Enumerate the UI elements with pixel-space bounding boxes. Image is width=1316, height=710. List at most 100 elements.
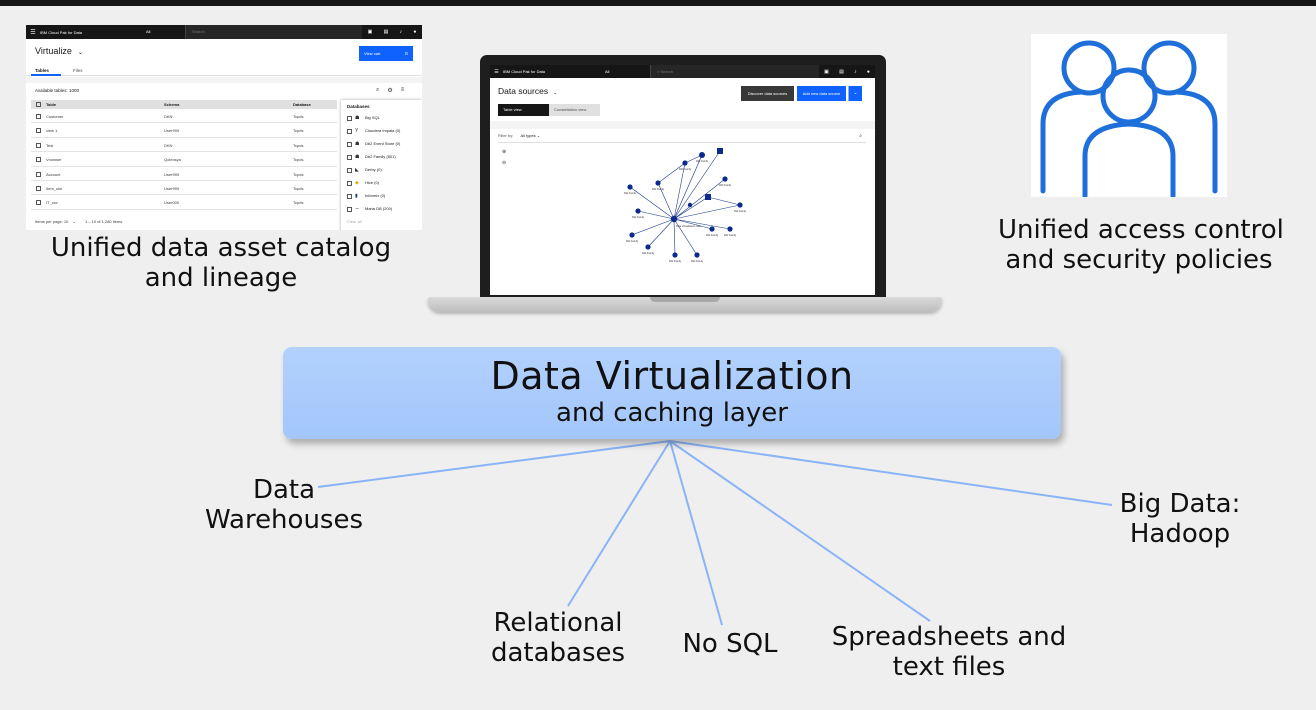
- graph-node[interactable]: [709, 226, 715, 232]
- graph-node[interactable]: [672, 252, 678, 258]
- graph-node[interactable]: [670, 215, 678, 223]
- tab-constellation-view[interactable]: Constellation view: [549, 104, 600, 116]
- app-header: ☰ IBM Cloud Pak for Data All Search ▣ ▤ …: [26, 25, 422, 39]
- graph-node[interactable]: [717, 148, 723, 154]
- graph-node-label: Db2 Family: [669, 260, 682, 263]
- add-data-source-button[interactable]: Add new data source: [797, 86, 846, 101]
- select-all-checkbox[interactable]: [36, 102, 41, 107]
- people-group-icon: [1031, 34, 1227, 199]
- graph-node-label: Db2 Family: [642, 252, 655, 255]
- graph-node[interactable]: [682, 160, 688, 166]
- search-input[interactable]: ⌕ Search: [651, 65, 819, 78]
- laptop-base: [428, 297, 942, 312]
- cart-icon: ⊡: [404, 51, 408, 56]
- graph-node[interactable]: [705, 194, 711, 200]
- filter-bar: Filter by: All types ⌄ ⌕: [498, 133, 866, 143]
- graph-node-label: Db2 Family: [734, 210, 747, 213]
- database-option[interactable]: ◣Derby (0): [347, 167, 382, 175]
- view-cart-button[interactable]: View cart⊡: [359, 46, 413, 61]
- discover-data-sources-button[interactable]: Discover data sources: [741, 86, 794, 101]
- chevron-down-icon[interactable]: ⌄: [553, 90, 558, 96]
- menu-icon[interactable]: ☰: [30, 29, 36, 36]
- database-option[interactable]: ☗Big SQL: [347, 115, 380, 123]
- database-icon: ☗: [355, 154, 360, 160]
- connector-warehouses: [317, 440, 671, 488]
- database-option[interactable]: ◆Hive (0): [347, 180, 379, 188]
- graph-node-label: Db2 Family: [719, 184, 732, 187]
- brand-label: IBM Cloud Pak for Data: [40, 29, 83, 35]
- database-option[interactable]: ∽Maria DB (200): [347, 206, 392, 214]
- tab-files[interactable]: Files: [73, 68, 83, 73]
- graph-node-label: Db2 Family: [626, 240, 639, 243]
- user-avatar-icon[interactable]: ●: [413, 29, 417, 35]
- chevron-down-icon[interactable]: ⌄: [72, 219, 76, 224]
- graph-edges: [629, 150, 741, 256]
- settings-icon[interactable]: ⚙: [387, 88, 393, 94]
- clear-all-link[interactable]: Clear all: [347, 219, 362, 224]
- constellation-graph: Data Virtualization node Db2 Family Db2 …: [624, 148, 747, 263]
- document-icon[interactable]: ▤: [839, 68, 844, 75]
- scope-select[interactable]: All: [130, 25, 186, 39]
- database-option[interactable]: ▮Informix (0): [347, 193, 385, 201]
- filter-type-select[interactable]: All types ⌄: [520, 133, 541, 138]
- graph-node[interactable]: [699, 152, 705, 158]
- graph-node-label: Db2 Family: [696, 160, 709, 163]
- bell-icon[interactable]: ♪: [399, 29, 403, 35]
- database-option[interactable]: ☗Db2 Event Store (0): [347, 141, 400, 149]
- graph-node[interactable]: [655, 180, 661, 186]
- tab-tables[interactable]: Tables: [35, 68, 49, 73]
- clipboard-icon[interactable]: ▣: [824, 68, 829, 75]
- connector-bigdata: [669, 440, 1113, 506]
- graph-node[interactable]: [687, 202, 693, 208]
- search-icon[interactable]: ⌕: [376, 87, 380, 93]
- zoom-out-icon[interactable]: ⊖: [502, 160, 507, 166]
- clipboard-icon[interactable]: ▣: [367, 29, 373, 35]
- items-per-page-select[interactable]: Items per page: 10: [35, 219, 69, 224]
- graph-node[interactable]: [727, 226, 733, 232]
- zoom-in-icon[interactable]: ⊕: [502, 149, 507, 155]
- graph-node[interactable]: [635, 208, 641, 214]
- graph-center-label: Data Virtualization node: [676, 225, 702, 228]
- tab-table-view[interactable]: Table view: [498, 104, 549, 116]
- database-option[interactable]: ☗Db2 Family (801): [347, 154, 396, 162]
- app-header: ☰ IBM Cloud Pak for Data All ⌕ Search ▣ …: [490, 65, 875, 78]
- hive-icon: ◆: [355, 180, 359, 186]
- graph-node[interactable]: [694, 252, 700, 258]
- graph-node-label: Db2 Family: [679, 168, 692, 171]
- big-data-hadoop-label: Big Data: Hadoop: [1119, 489, 1241, 549]
- graph-node[interactable]: [629, 232, 635, 238]
- menu-icon[interactable]: ☰: [494, 68, 499, 75]
- search-input[interactable]: Search: [186, 25, 362, 39]
- connector-relational: [567, 440, 671, 607]
- graph-node[interactable]: [627, 184, 633, 190]
- add-menu-chevron-icon[interactable]: ⌄: [848, 86, 862, 101]
- page-title: Data sources⌄: [498, 86, 558, 96]
- users-icon: [1040, 40, 1218, 199]
- chevron-down-icon[interactable]: ⌄: [77, 50, 83, 56]
- graph-node[interactable]: [645, 244, 651, 250]
- user-avatar-icon[interactable]: ●: [866, 68, 870, 75]
- database-icon: ☗: [355, 141, 360, 147]
- graph-node[interactable]: [722, 176, 728, 182]
- search-icon[interactable]: ⌕: [859, 133, 862, 139]
- document-icon[interactable]: ▤: [383, 29, 389, 35]
- graph-node-labels: Data Virtualization node Db2 Family Db2 …: [624, 160, 747, 263]
- data-sources-screen: ☰ IBM Cloud Pak for Data All ⌕ Search ▣ …: [490, 65, 875, 295]
- available-tables-count: Available tables: 1000: [35, 88, 79, 93]
- bell-icon[interactable]: ♪: [854, 68, 857, 75]
- graph-node[interactable]: [737, 202, 743, 208]
- virtualize-screenshot: ☰ IBM Cloud Pak for Data All Search ▣ ▤ …: [26, 25, 422, 230]
- filter-icon[interactable]: ≡: [400, 87, 405, 93]
- nosql-label: No SQL: [682, 629, 778, 659]
- scope-select[interactable]: All: [593, 65, 651, 78]
- data-warehouses-label: Data Warehouses: [204, 475, 364, 535]
